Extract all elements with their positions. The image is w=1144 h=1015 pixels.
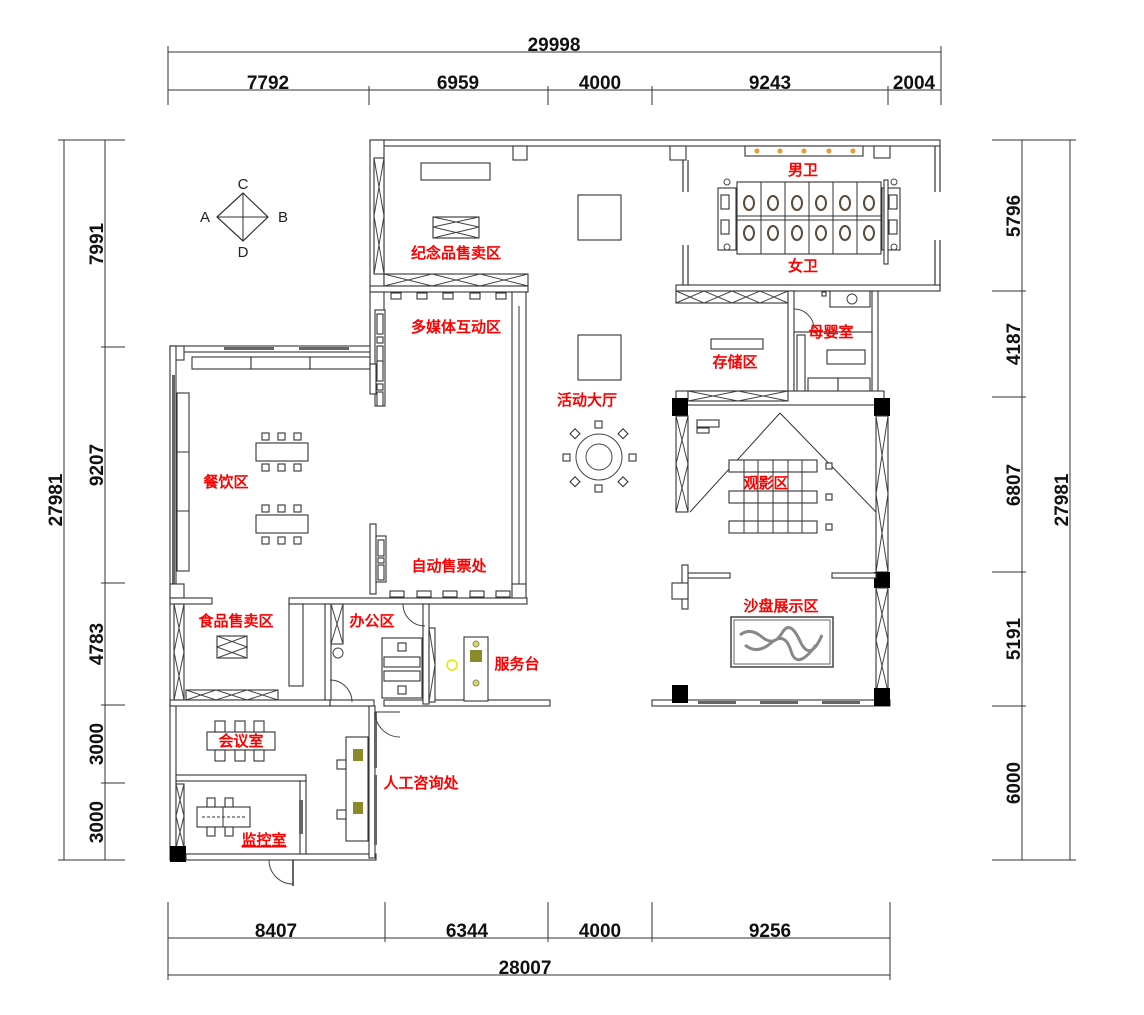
office-desks: [381, 637, 423, 699]
right-dimension-chain: 5796 4187 6807 5191 6000 27981: [992, 139, 1076, 861]
label-monitor: 监控室: [241, 831, 286, 849]
left-dimension: 3000: [87, 801, 108, 843]
top-total-dimension: 29998: [528, 35, 581, 56]
label-men-toilet: 男卫: [788, 161, 818, 179]
compass-north-label: C: [238, 176, 249, 193]
left-total-dimension: 27981: [46, 473, 67, 526]
label-ticketing: 自动售票处: [411, 557, 487, 575]
label-service-desk: 服务台: [494, 655, 539, 673]
label-women-toilet: 女卫: [788, 257, 818, 275]
room-labels: 纪念品售卖区 男卫 女卫 多媒体互动区 存储区 母婴室 活动大厅 餐饮区 观影区…: [198, 161, 853, 849]
right-total-dimension: 27981: [1052, 473, 1073, 526]
label-multimedia: 多媒体互动区: [411, 318, 501, 336]
compass-icon: C D A B: [200, 176, 288, 261]
label-food-sales: 食品售卖区: [198, 612, 273, 630]
top-dimension: 2004: [893, 73, 936, 94]
right-dimension: 6000: [1004, 762, 1025, 804]
bottom-dimension: 6344: [446, 921, 489, 942]
label-activity-hall: 活动大厅: [557, 391, 617, 409]
right-dimension: 5796: [1004, 195, 1025, 237]
label-meeting: 会议室: [218, 732, 263, 750]
food-sales-counter: [215, 635, 249, 659]
left-dimension-chain: 7991 9207 4783 3000 3000 27981: [46, 139, 125, 861]
multimedia-fixtures: [374, 292, 507, 407]
bottom-dimension: 9256: [749, 921, 791, 942]
urinals: [744, 145, 864, 157]
label-dining: 餐饮区: [203, 473, 248, 491]
bottom-dimension: 4000: [579, 921, 621, 942]
label-souvenir: 纪念品售卖区: [411, 244, 501, 262]
label-sand-table: 沙盘展示区: [743, 597, 818, 615]
cinema-seats: [728, 459, 833, 534]
right-dimension: 4187: [1004, 323, 1025, 365]
right-dimension: 5191: [1004, 617, 1025, 660]
dining-table: [255, 432, 309, 472]
right-dimension: 6807: [1004, 464, 1025, 506]
top-dimension-chain: 29998 7792 6959 4000 9243 2004: [167, 35, 942, 105]
column: [577, 194, 622, 241]
sand-table-model: [730, 616, 834, 668]
label-office: 办公区: [349, 612, 394, 630]
round-table: [562, 420, 637, 493]
walls: [169, 139, 941, 886]
toilet-stalls: [717, 178, 901, 265]
top-dimension: 9243: [749, 73, 791, 94]
left-dimension: 3000: [87, 723, 108, 765]
compass-east-label: B: [278, 209, 288, 226]
bottom-dimension: 8407: [255, 921, 297, 942]
ticket-machines: [389, 590, 511, 598]
left-dimension: 9207: [87, 444, 108, 486]
label-consult: 人工咨询处: [383, 774, 459, 792]
left-dimension: 4783: [87, 623, 108, 665]
top-dimension: 4000: [579, 73, 621, 94]
left-dimension: 7991: [87, 222, 108, 265]
meeting-table: [206, 720, 276, 762]
bottom-total-dimension: 28007: [499, 958, 552, 979]
service-desk-counter: [446, 636, 489, 702]
consult-desk: [336, 736, 369, 842]
label-mother-baby: 母婴室: [808, 323, 853, 341]
top-dimension: 7792: [247, 73, 289, 94]
label-storage: 存储区: [712, 353, 757, 371]
compass-south-label: D: [238, 244, 249, 261]
monitor-desk: [196, 797, 251, 837]
label-cinema: 观影区: [743, 474, 788, 492]
compass-west-label: A: [200, 209, 210, 226]
dining-table: [255, 504, 309, 545]
column: [577, 334, 622, 381]
bottom-dimension-chain: 8407 6344 4000 9256 28007: [167, 902, 891, 980]
top-dimension: 6959: [437, 73, 479, 94]
